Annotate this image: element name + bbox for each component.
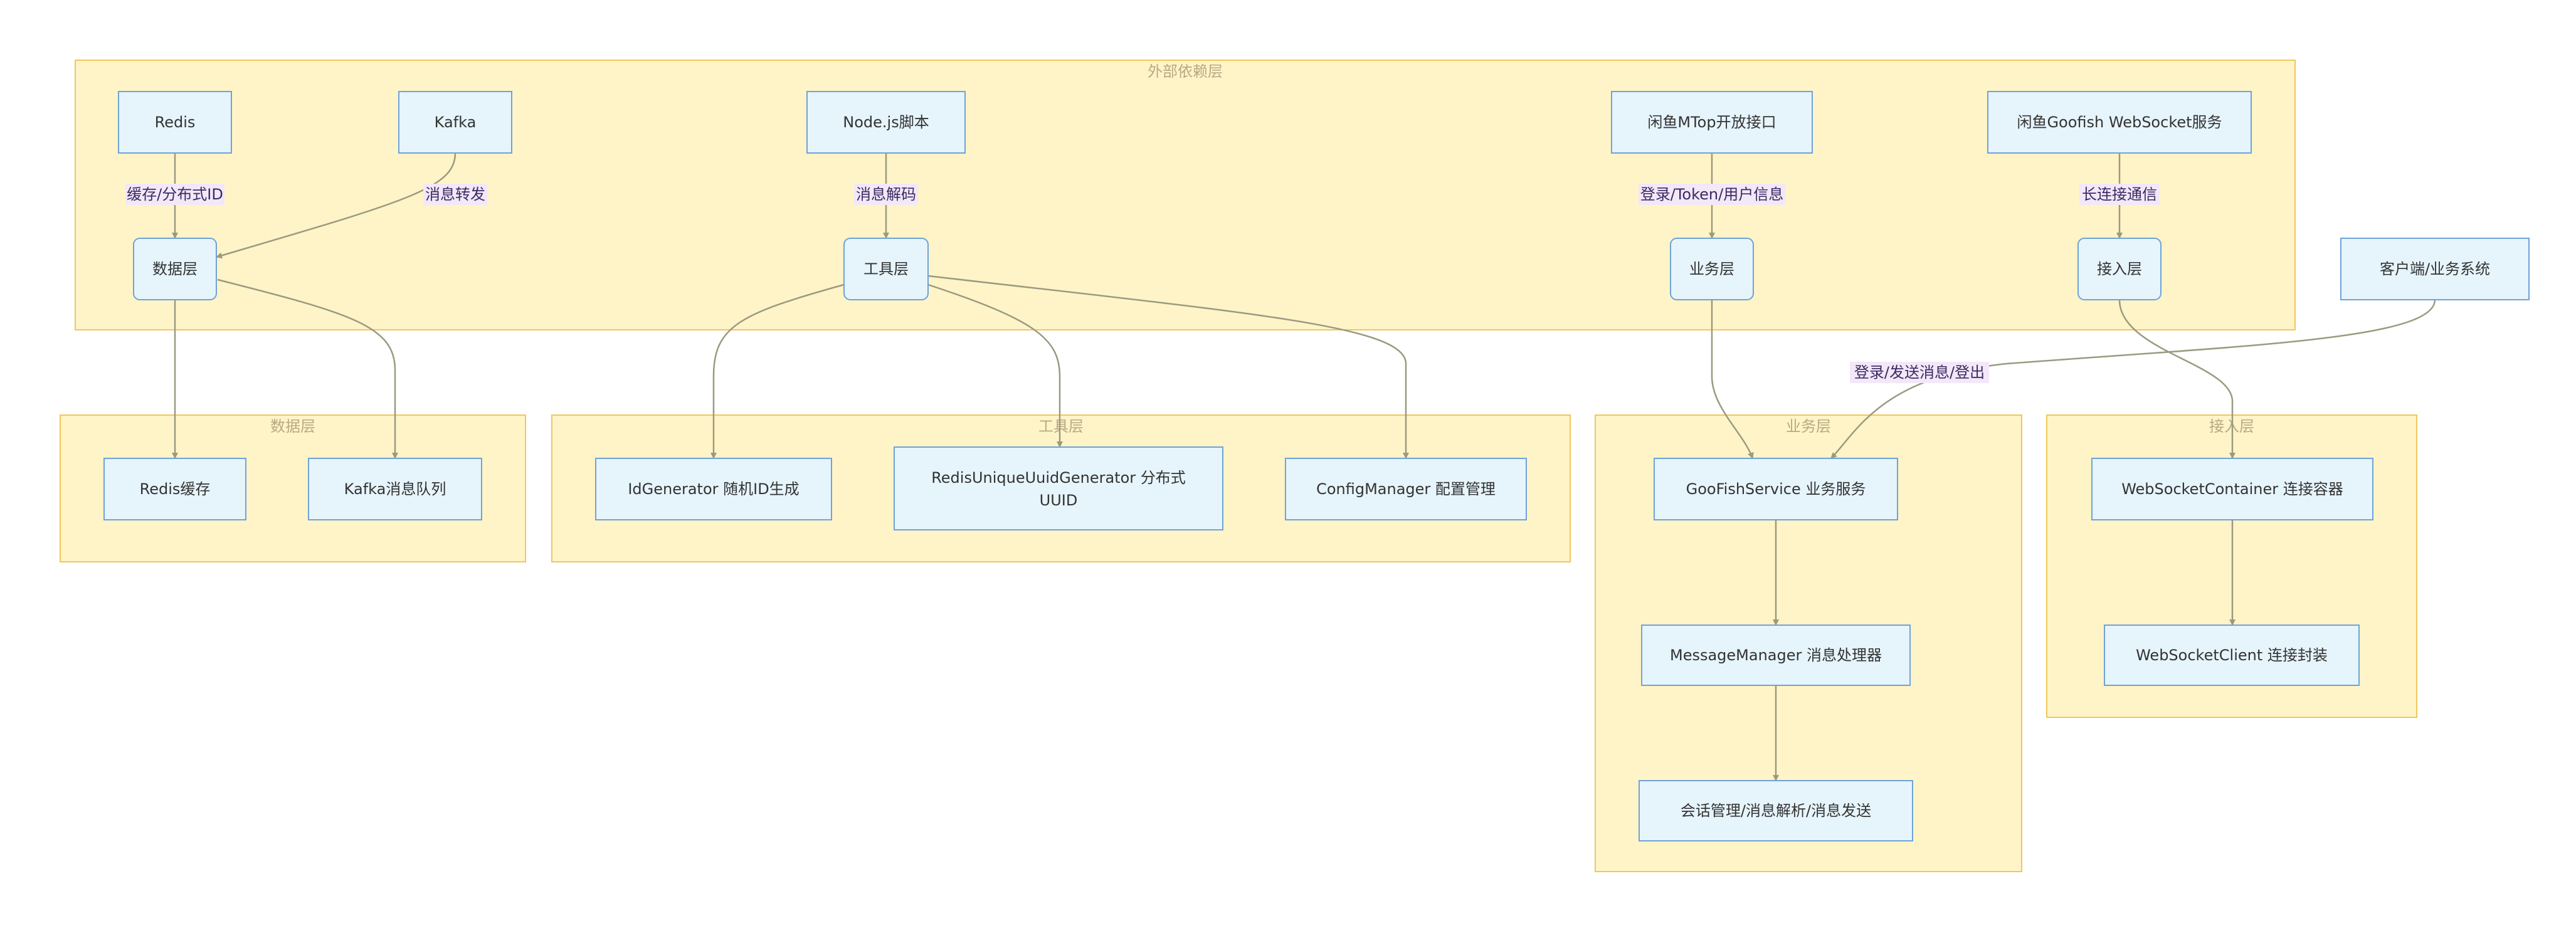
edge-label-redis-to-data: 缓存/分布式ID (125, 184, 224, 205)
edge-tool-layer-to-id-generator (710, 283, 845, 459)
node-label: 工具层 (863, 260, 909, 278)
node-label: Redis缓存 (140, 480, 211, 498)
node-config-manager: ConfigManager 配置管理 (1285, 458, 1527, 520)
edge-label-text: 消息解码 (856, 186, 916, 203)
edge-label-ws-to-access: 长连接通信 (2079, 184, 2160, 205)
cluster-external-label: 外部依赖层 (1148, 63, 1223, 80)
node-redis-uuid-generator: RedisUniqueUuidGenerator 分布式 UUID (894, 446, 1223, 530)
edge-label-kafka-to-data: 消息转发 (423, 184, 487, 205)
node-websocket-client: WebSocketClient 连接封装 (2104, 625, 2360, 686)
edge-label-client-to-service: 登录/发送消息/登出 (1850, 362, 1989, 383)
node-id-generator: IdGenerator 随机ID生成 (595, 458, 832, 520)
edge-label-text: 缓存/分布式ID (127, 186, 223, 203)
node-kafka: Kafka (398, 91, 512, 154)
node-goofish-websocket: 闲鱼Goofish WebSocket服务 (1987, 91, 2252, 154)
cluster-business-label: 业务层 (1786, 418, 1831, 435)
node-kafka-queue: Kafka消息队列 (308, 458, 482, 520)
node-redis-cache: Redis缓存 (103, 458, 246, 520)
node-client-system: 客户端/业务系统 (2340, 238, 2530, 300)
node-label: MessageManager 消息处理器 (1670, 646, 1882, 664)
edge-label-mtop-to-business: 登录/Token/用户信息 (1639, 184, 1785, 205)
edge-tool-layer-to-redis-uuid (927, 283, 1063, 448)
node-message-manager: MessageManager 消息处理器 (1641, 625, 1911, 686)
node-label: IdGenerator 随机ID生成 (628, 480, 799, 498)
node-label: 客户端/业务系统 (2380, 260, 2490, 278)
node-data-layer: 数据层 (133, 238, 217, 300)
cluster-data-label: 数据层 (270, 418, 315, 435)
node-websocket-container: WebSocketContainer 连接容器 (2091, 458, 2373, 520)
edge-label-text: 长连接通信 (2082, 186, 2157, 203)
edge-kafka-to-data-layer (216, 152, 457, 259)
node-label: Kafka消息队列 (344, 480, 446, 498)
node-redis: Redis (118, 91, 232, 154)
node-label: 会话管理/消息解析/消息发送 (1681, 802, 1871, 820)
cluster-tool-label: 工具层 (1038, 418, 1084, 435)
edge-label-text: 消息转发 (425, 186, 485, 203)
node-label-line-2: UUID (1040, 492, 1078, 509)
node-access-layer: 接入层 (2077, 238, 2162, 300)
edge-access-layer-to-ws-container (2118, 299, 2236, 459)
node-label: 接入层 (2097, 260, 2142, 278)
node-label: 数据层 (152, 260, 198, 278)
node-business-layer: 业务层 (1670, 238, 1754, 300)
edge-tool-layer-to-config-manager (927, 275, 1409, 459)
node-label: Redis (155, 113, 196, 131)
edges (172, 152, 2436, 781)
node-label: Kafka (435, 113, 477, 131)
node-session-management: 会话管理/消息解析/消息发送 (1639, 780, 1913, 841)
node-label-line-1: RedisUniqueUuidGenerator 分布式 (931, 469, 1186, 487)
node-label: 闲鱼MTop开放接口 (1647, 113, 1776, 131)
node-label: WebSocketClient 连接封装 (2136, 646, 2328, 664)
node-label: GooFishService 业务服务 (1686, 480, 1866, 498)
node-nodejs-script: Node.js脚本 (806, 91, 966, 154)
node-tool-layer: 工具层 (843, 238, 929, 300)
edge-business-layer-to-goofish-service (1711, 300, 1754, 459)
edge-label-text: 登录/发送消息/登出 (1854, 364, 1985, 381)
edge-client-to-goofish-service (1830, 299, 2436, 459)
node-label: 业务层 (1689, 260, 1734, 278)
node-label: 闲鱼Goofish WebSocket服务 (2017, 113, 2222, 131)
edge-data-layer-to-kafka-queue (217, 278, 398, 459)
node-label: Node.js脚本 (843, 113, 929, 131)
edge-label-text: 登录/Token/用户信息 (1640, 186, 1783, 203)
node-mtop-api: 闲鱼MTop开放接口 (1611, 91, 1813, 154)
node-goofish-service: GooFishService 业务服务 (1654, 458, 1898, 520)
edge-label-nodejs-to-tool: 消息解码 (854, 184, 918, 205)
node-label: ConfigManager 配置管理 (1316, 480, 1496, 498)
node-label: WebSocketContainer 连接容器 (2121, 480, 2343, 498)
